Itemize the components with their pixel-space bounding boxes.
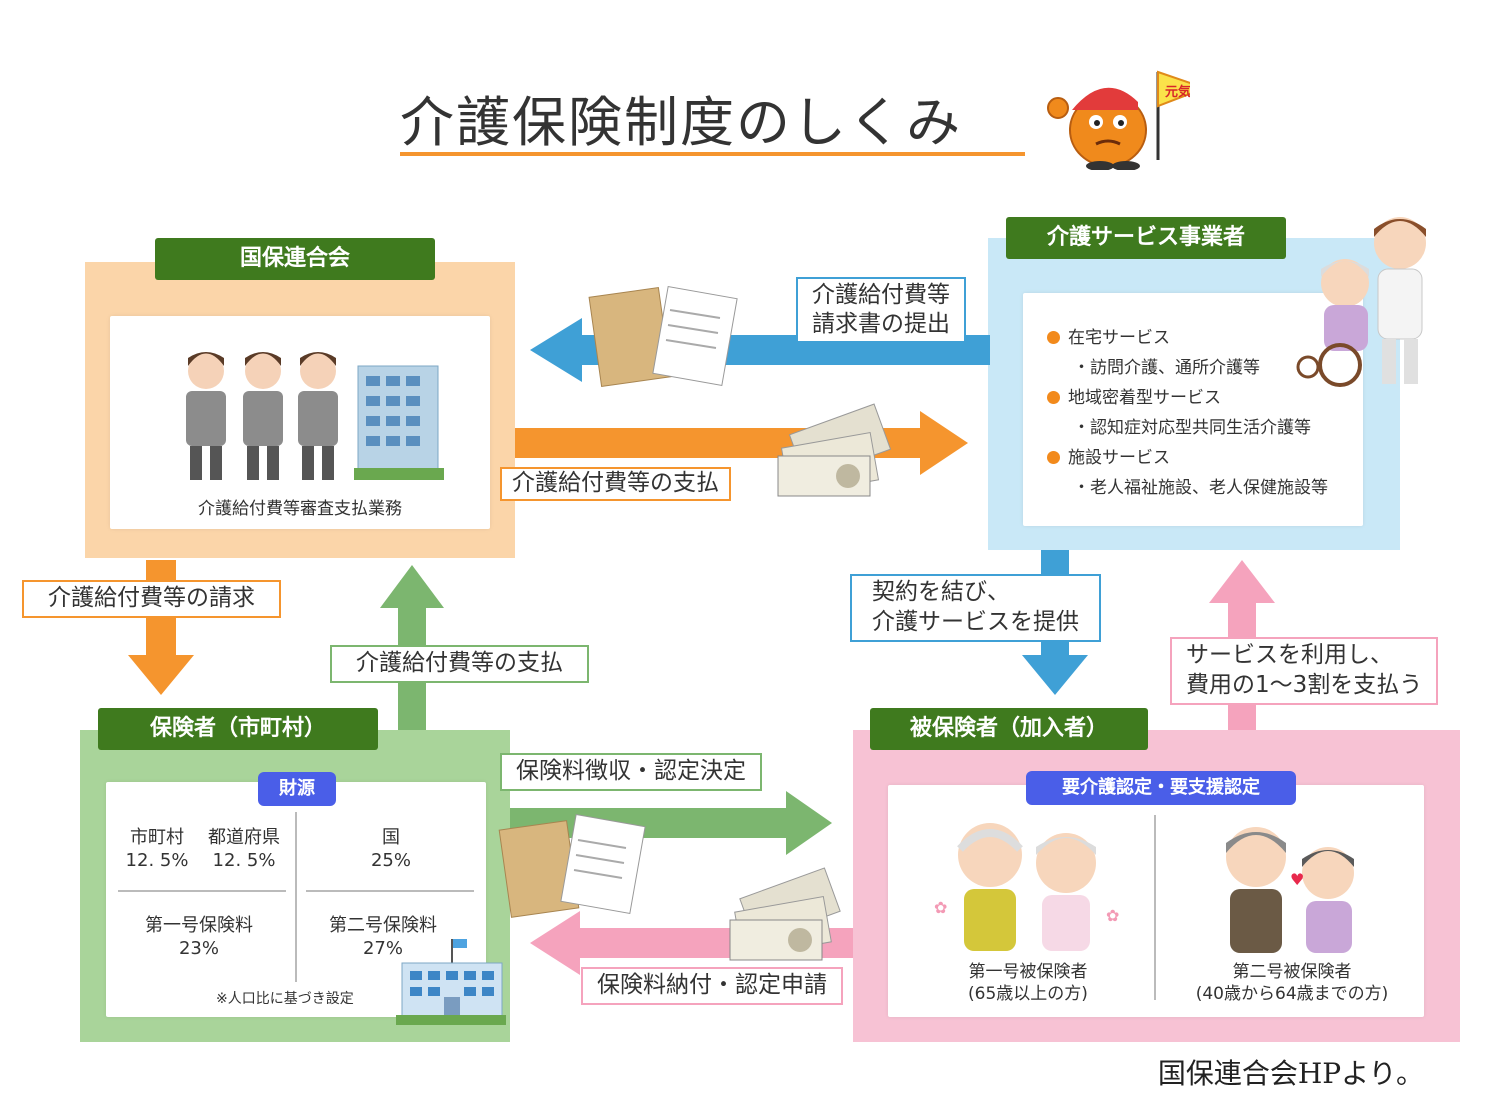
bullet-icon xyxy=(1047,451,1060,464)
elderly-couple-illustration: ✿ ✿ xyxy=(934,823,1119,951)
service-item-community: 地域密着型サービス xyxy=(1047,383,1221,408)
kokuho-caption: 介護給付費等審査支払業務 xyxy=(198,499,402,519)
label-premium-collection: 保険料徴収・認定決定 xyxy=(500,753,762,791)
mascot-icon: 元気 xyxy=(1047,70,1190,170)
svg-text:✿: ✿ xyxy=(1106,906,1119,925)
second-insured: 第二号被保険者(40歳から64歳までの方) xyxy=(1195,962,1389,1005)
bullet-icon xyxy=(1047,331,1060,344)
label-claim-submission: 介護給付費等請求書の提出 xyxy=(796,277,966,343)
insured-inner: 要介護認定・要支援認定 ✿ ✿ ♥ 第一号被保険者(65歳以上の方) 第二号被保… xyxy=(888,771,1424,1017)
funding-divider-left xyxy=(118,890,286,892)
money-bills-icon xyxy=(777,403,892,497)
label-contract-service: 契約を結び、介護サービスを提供 xyxy=(850,574,1101,642)
service-tag: 介護サービス事業者 xyxy=(1006,217,1286,259)
kokuho-tag: 国保連合会 xyxy=(155,238,435,280)
staff-illustration xyxy=(186,352,444,480)
label-payment-to-kokuho: 介護給付費等の支払 xyxy=(330,645,589,683)
label-premium-payment: 保険料納付・認定申請 xyxy=(581,967,843,1005)
mascot-flag-text: 元気 xyxy=(1165,84,1190,100)
label-payment-to-provider: 介護給付費等の支払 xyxy=(500,467,731,501)
insured-tag: 被保険者（加入者） xyxy=(870,708,1148,750)
middle-age-couple-illustration: ♥ xyxy=(1226,827,1354,953)
money-bills-icon-2 xyxy=(729,867,841,961)
service-detail-facility: ・老人福祉施設、老人保健施設等 xyxy=(1073,478,1328,498)
source-credit: 国保連合会HPより。 xyxy=(1157,1057,1424,1090)
document-envelope-icon xyxy=(588,286,738,387)
svg-text:♥: ♥ xyxy=(1290,870,1304,889)
service-item-home: 在宅サービス xyxy=(1047,323,1170,348)
funding-pill: 財源 xyxy=(258,772,336,806)
document-envelope-icon-2 xyxy=(498,814,646,918)
funding-divider-vertical xyxy=(295,812,297,982)
service-item-facility: 施設サービス xyxy=(1047,443,1170,468)
first-insured: 第一号被保険者(65歳以上の方) xyxy=(968,962,1088,1005)
funding-note: ※人口比に基づき設定 xyxy=(216,991,354,1007)
service-detail-home: ・訪問介護、通所介護等 xyxy=(1073,358,1260,378)
city-hall-icon xyxy=(396,939,506,1025)
insurer-tag: 保険者（市町村） xyxy=(98,708,378,750)
page-title: 介護保険制度のしくみ xyxy=(400,91,963,154)
insured-divider xyxy=(1154,815,1156,1000)
label-claim-to-insurer: 介護給付費等の請求 xyxy=(22,580,281,618)
title-underline xyxy=(400,152,1025,156)
service-detail-community: ・認知症対応型共同生活介護等 xyxy=(1073,418,1311,438)
service-inner: 在宅サービス ・訪問介護、通所介護等 地域密着型サービス ・認知症対応型共同生活… xyxy=(1023,293,1363,526)
kokuho-inner: 介護給付費等審査支払業務 xyxy=(110,316,490,529)
caregiver-illustration xyxy=(1296,217,1426,387)
arrow-payment-to-provider xyxy=(515,411,968,475)
svg-text:✿: ✿ xyxy=(934,898,947,917)
funding-divider-right xyxy=(306,890,474,892)
certification-pill: 要介護認定・要支援認定 xyxy=(1026,771,1296,805)
label-use-and-pay: サービスを利用し、費用の1〜3割を支払う xyxy=(1170,637,1439,705)
bullet-icon xyxy=(1047,391,1060,404)
